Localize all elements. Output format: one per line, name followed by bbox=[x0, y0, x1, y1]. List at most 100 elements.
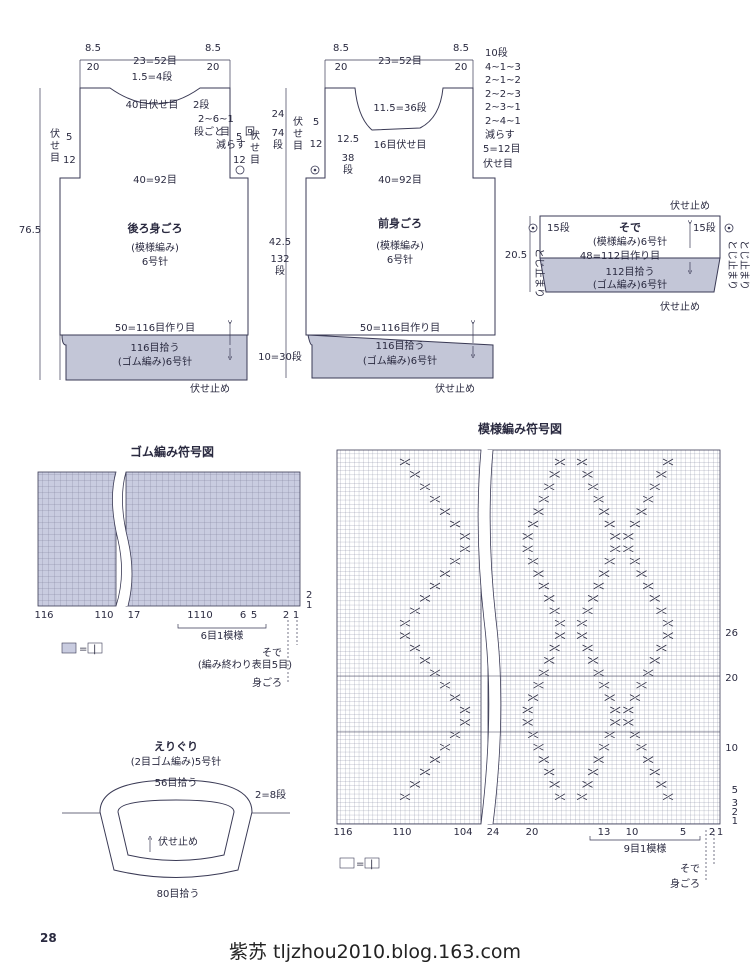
rib-chart-body-note: 身ごろ bbox=[252, 676, 282, 689]
front-neck-depth-a: 12.5 bbox=[337, 134, 359, 145]
front-neck-width: 23=52目 bbox=[378, 56, 422, 67]
front-pattern: (模様編み) bbox=[376, 239, 424, 252]
cable-cross-mark bbox=[429, 756, 441, 763]
cable-cross-mark bbox=[649, 483, 660, 491]
cable-cross-mark bbox=[554, 458, 566, 466]
cable-cross-mark bbox=[544, 595, 555, 602]
cable-cross-mark bbox=[629, 694, 641, 701]
back-rib: (ゴム編み)6号针 bbox=[118, 355, 192, 368]
pattern-chart-x-label: 10 bbox=[626, 827, 639, 838]
cable-cross-mark bbox=[604, 557, 615, 565]
cable-cross-mark bbox=[419, 483, 431, 491]
front-neck-depth-c: 段 bbox=[343, 163, 353, 176]
cable-cross-mark bbox=[399, 458, 411, 466]
sleeve-rows-l: 15段 bbox=[547, 221, 570, 234]
front-shoulder-r-b: 20 bbox=[455, 62, 468, 73]
cable-cross-mark bbox=[419, 768, 431, 776]
sleeve-rib: (ゴム編み)6号针 bbox=[593, 278, 667, 291]
pattern-chart-x-label: 116 bbox=[333, 827, 352, 838]
back-needle: 6号针 bbox=[142, 255, 168, 268]
page-number: 28 bbox=[40, 931, 57, 945]
mid-armhole-c: 段 bbox=[273, 138, 283, 151]
cable-cross-mark bbox=[649, 595, 660, 602]
cable-cross-mark bbox=[604, 731, 615, 739]
front-title: 前身ごろ bbox=[378, 216, 422, 230]
cable-cross-mark bbox=[662, 619, 674, 627]
cable-cross-mark bbox=[449, 520, 461, 528]
front-shoulder-r-a: 8.5 bbox=[453, 43, 469, 54]
front-shoulder-l-b: 20 bbox=[335, 62, 348, 73]
cable-cross-mark bbox=[662, 458, 674, 466]
back-arm-r-b: 12 bbox=[233, 155, 246, 166]
cable-cross-mark bbox=[522, 545, 533, 553]
cable-cross-mark bbox=[610, 545, 621, 553]
cable-cross-mark bbox=[649, 657, 660, 664]
rib-legend-eq: = bbox=[79, 644, 87, 655]
front-dec-row: 4~1~3 bbox=[485, 62, 521, 73]
cable-cross-mark bbox=[636, 570, 647, 577]
cable-cross-mark bbox=[538, 756, 550, 763]
sleeve-title: そで bbox=[619, 221, 641, 234]
front-body-piece bbox=[305, 59, 496, 379]
cable-cross-mark bbox=[593, 669, 604, 677]
back-shoulder-l-b: 20 bbox=[87, 62, 100, 73]
rib-chart-grid bbox=[37, 471, 301, 607]
back-arm-l-c: 目 bbox=[50, 153, 60, 164]
front-neck-depth-b: 38 bbox=[342, 153, 355, 164]
cable-cross-mark bbox=[610, 533, 621, 540]
cable-cross-mark bbox=[399, 793, 411, 801]
back-neck-dec-e: 回 bbox=[245, 126, 255, 138]
pattern-chart-y-label: 3 bbox=[732, 798, 738, 809]
cable-cross-mark bbox=[538, 582, 550, 590]
sleeve-side-r1: とじ止まり bbox=[726, 240, 738, 290]
cable-cross-mark bbox=[610, 719, 621, 726]
cable-cross-mark bbox=[587, 483, 599, 491]
cable-cross-mark bbox=[533, 681, 544, 689]
front-dec-row: 2~3~1 bbox=[485, 102, 521, 113]
back-bind-off: 伏せ止め bbox=[190, 382, 230, 395]
front-dec-row: 減らす bbox=[485, 128, 515, 141]
back-neck-dec-b: 2~6~1 bbox=[198, 114, 234, 125]
cable-cross-mark bbox=[587, 768, 599, 776]
pattern-chart-x-label: 5 bbox=[680, 827, 686, 838]
pattern-chart-y-label: 5 bbox=[732, 785, 738, 796]
front-rib: (ゴム編み)6号针 bbox=[363, 354, 437, 367]
front-arm-l-c: 目 bbox=[293, 141, 303, 152]
cable-cross-mark bbox=[554, 619, 566, 627]
front-pickup: 116目拾う bbox=[375, 339, 424, 352]
cable-cross-mark bbox=[549, 607, 560, 615]
front-arm-l-e: 12 bbox=[310, 139, 323, 150]
rib-chart-legend: = | bbox=[61, 642, 103, 655]
pattern-legend-sym: | bbox=[370, 859, 373, 870]
cable-cross-mark bbox=[623, 533, 634, 540]
pattern-chart-x-label: 24 bbox=[487, 827, 500, 838]
back-arm-r-c: 伏 bbox=[250, 129, 260, 142]
cable-cross-mark bbox=[629, 557, 641, 565]
cable-cross-mark bbox=[549, 781, 560, 788]
back-pattern: (模様編み) bbox=[131, 241, 179, 254]
cable-cross-mark bbox=[656, 471, 667, 478]
rib-chart-x-label: 1110 bbox=[187, 610, 212, 621]
back-arm-r-e: 目 bbox=[250, 155, 260, 166]
cable-cross-mark bbox=[419, 657, 431, 664]
cable-cross-mark bbox=[642, 582, 654, 590]
back-shoulder-r-b: 20 bbox=[207, 62, 220, 73]
pattern-chart-cable-marks bbox=[399, 458, 674, 801]
cable-cross-mark bbox=[598, 508, 610, 515]
cable-cross-mark bbox=[554, 793, 566, 801]
mid-body-c: 段 bbox=[275, 264, 285, 277]
sleeve-rows-r: 15段 bbox=[693, 221, 716, 234]
cable-cross-mark bbox=[582, 607, 593, 615]
back-neck-width: 23=52目 bbox=[133, 56, 177, 67]
cable-cross-mark bbox=[623, 545, 634, 553]
back-cast-on: 50=116目作り目 bbox=[115, 322, 195, 334]
back-body-piece bbox=[39, 59, 249, 381]
cable-cross-mark bbox=[409, 471, 421, 478]
sleeve-side-r2: とじ止まり bbox=[738, 240, 750, 290]
pattern-chart-repeat: 9目1模様 bbox=[624, 842, 667, 855]
cable-cross-mark bbox=[538, 495, 550, 503]
front-shoulder-l-a: 8.5 bbox=[333, 43, 349, 54]
cable-cross-mark bbox=[598, 743, 610, 751]
cable-cross-mark bbox=[429, 669, 441, 677]
neck-side: 2=8段 bbox=[255, 788, 286, 801]
